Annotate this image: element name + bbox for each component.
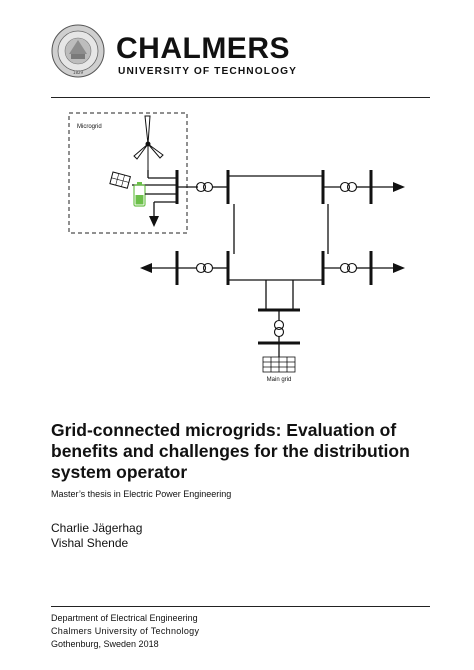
thesis-title: Grid-connected microgrids: Evaluation of… <box>51 420 410 482</box>
microgrid-boundary <box>68 112 188 234</box>
arrow-left-icon <box>140 263 152 273</box>
wind-turbine-icon <box>133 115 164 170</box>
main-grid-label: Main grid <box>267 377 292 383</box>
solar-panel-icon <box>109 171 131 189</box>
university-name: Chalmers University of Technology <box>51 626 200 636</box>
transformer-icon <box>339 181 351 193</box>
transformer-icon <box>195 181 207 193</box>
department: Department of Electrical Engineering <box>51 613 198 623</box>
transformer-icon <box>195 262 207 274</box>
load-arrow-icon <box>149 216 159 227</box>
header-divider <box>51 97 430 98</box>
arrow-right-icon <box>393 263 405 273</box>
transformer-icon <box>273 319 285 331</box>
chalmers-seal-logo: 1829 <box>51 24 105 78</box>
footer-divider <box>51 606 430 607</box>
microgrid-label: Microgrid <box>77 124 102 130</box>
transformer-icon <box>339 262 351 274</box>
arrow-right-icon <box>393 182 405 192</box>
location-year: Gothenburg, Sweden 2018 <box>51 639 159 649</box>
thesis-subtitle: Master’s thesis in Electric Power Engine… <box>51 489 232 499</box>
microgrid-diagram: Microgrid <box>68 112 405 383</box>
brand-name: CHALMERS <box>116 32 290 65</box>
main-grid-icon <box>262 356 296 373</box>
brand-subtitle: UNIVERSITY OF TECHNOLOGY <box>118 66 298 77</box>
seal-year: 1829 <box>73 70 84 75</box>
author-name: Charlie Jägerhag <box>51 521 143 535</box>
battery-icon <box>133 182 146 207</box>
author-name: Vishal Shende <box>51 536 129 550</box>
